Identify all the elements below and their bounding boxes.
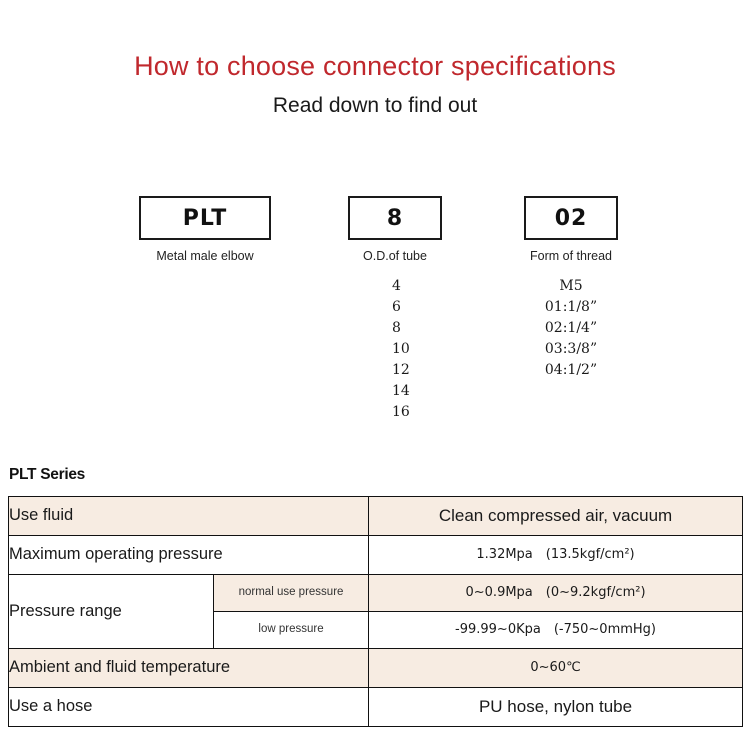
list-item: M5 [559, 277, 583, 294]
code-box-series-text: PLT [182, 205, 228, 231]
page-title: How to choose connector specifications [134, 51, 616, 81]
code-box-series: PLT [139, 196, 271, 240]
code-caption-tube: O.D.of tube [363, 249, 427, 263]
header-block: How to choose connector specifications R… [0, 0, 750, 117]
row-label-pressure-range: Pressure range [8, 574, 214, 649]
row-sublabel-low-pressure: low pressure [212, 611, 370, 649]
list-item: 16 [392, 403, 410, 420]
row-value-use-a-hose: PU hose, nylon tube [368, 687, 744, 727]
series-label: PLT Series [9, 466, 85, 483]
code-group-series: PLT Metal male elbow [139, 196, 271, 264]
specification-table: Use fluid Clean compressed air, vacuum M… [7, 496, 744, 727]
row-label-max-pressure: Maximum operating pressure [7, 535, 370, 575]
list-item: 04:1/2” [544, 361, 598, 378]
code-caption-series: Metal male elbow [156, 249, 254, 263]
row-label-use-fluid: Use fluid [7, 496, 370, 536]
option-list-thread: M5 01:1/8” 02:1/4” 03:3/8” 04:1/2” [524, 276, 618, 381]
table-row: Ambient and fluid temperature 0~60℃ [7, 648, 744, 688]
code-breakdown-diagram: PLT Metal male elbow 8 O.D.of tube 4 6 8… [0, 196, 750, 446]
list-item: 14 [392, 382, 410, 399]
table-row: Use fluid Clean compressed air, vacuum [7, 496, 744, 536]
table-row: Use a hose PU hose, nylon tube [7, 687, 744, 727]
row-value-max-pressure: 1.32Mpa (13.5kgf/cm²) [368, 535, 744, 575]
list-item: 8 [392, 319, 401, 336]
list-item: 01:1/8” [544, 298, 598, 315]
code-group-tube: 8 O.D.of tube 4 6 8 10 12 14 16 [348, 196, 442, 423]
table-row: low pressure -99.99~0Kpa (-750~0mmHg) [9, 611, 744, 649]
option-list-tube: 4 6 8 10 12 14 16 [348, 276, 442, 423]
table-row: Maximum operating pressure 1.32Mpa (13.5… [7, 535, 744, 575]
row-value-normal-use-pressure: 0~0.9Mpa (0~9.2kgf/cm²) [368, 574, 744, 612]
code-group-thread: 02 Form of thread M5 01:1/8” 02:1/4” 03:… [524, 196, 618, 381]
row-value-use-fluid: Clean compressed air, vacuum [368, 496, 744, 536]
row-value-temperature: 0~60℃ [368, 648, 744, 688]
list-item: 6 [392, 298, 401, 315]
list-item: 02:1/4” [544, 319, 598, 336]
row-value-low-pressure: -99.99~0Kpa (-750~0mmHg) [368, 611, 744, 649]
table-row: Pressure range normal use pressure 0~0.9… [8, 574, 744, 649]
list-item: 03:3/8” [544, 340, 598, 357]
list-item: 10 [392, 340, 410, 357]
code-box-thread: 02 [524, 196, 618, 240]
code-caption-thread: Form of thread [530, 249, 612, 263]
page-subtitle: Read down to find out [272, 93, 478, 117]
code-box-thread-text: 02 [554, 205, 588, 231]
list-item: 4 [392, 277, 401, 294]
row-sublabel-normal-use-pressure: normal use pressure [212, 574, 370, 612]
code-box-tube: 8 [348, 196, 442, 240]
row-label-use-a-hose: Use a hose [7, 687, 370, 727]
list-item: 12 [392, 361, 410, 378]
code-box-tube-text: 8 [386, 205, 404, 231]
row-label-temperature: Ambient and fluid temperature [7, 648, 370, 688]
